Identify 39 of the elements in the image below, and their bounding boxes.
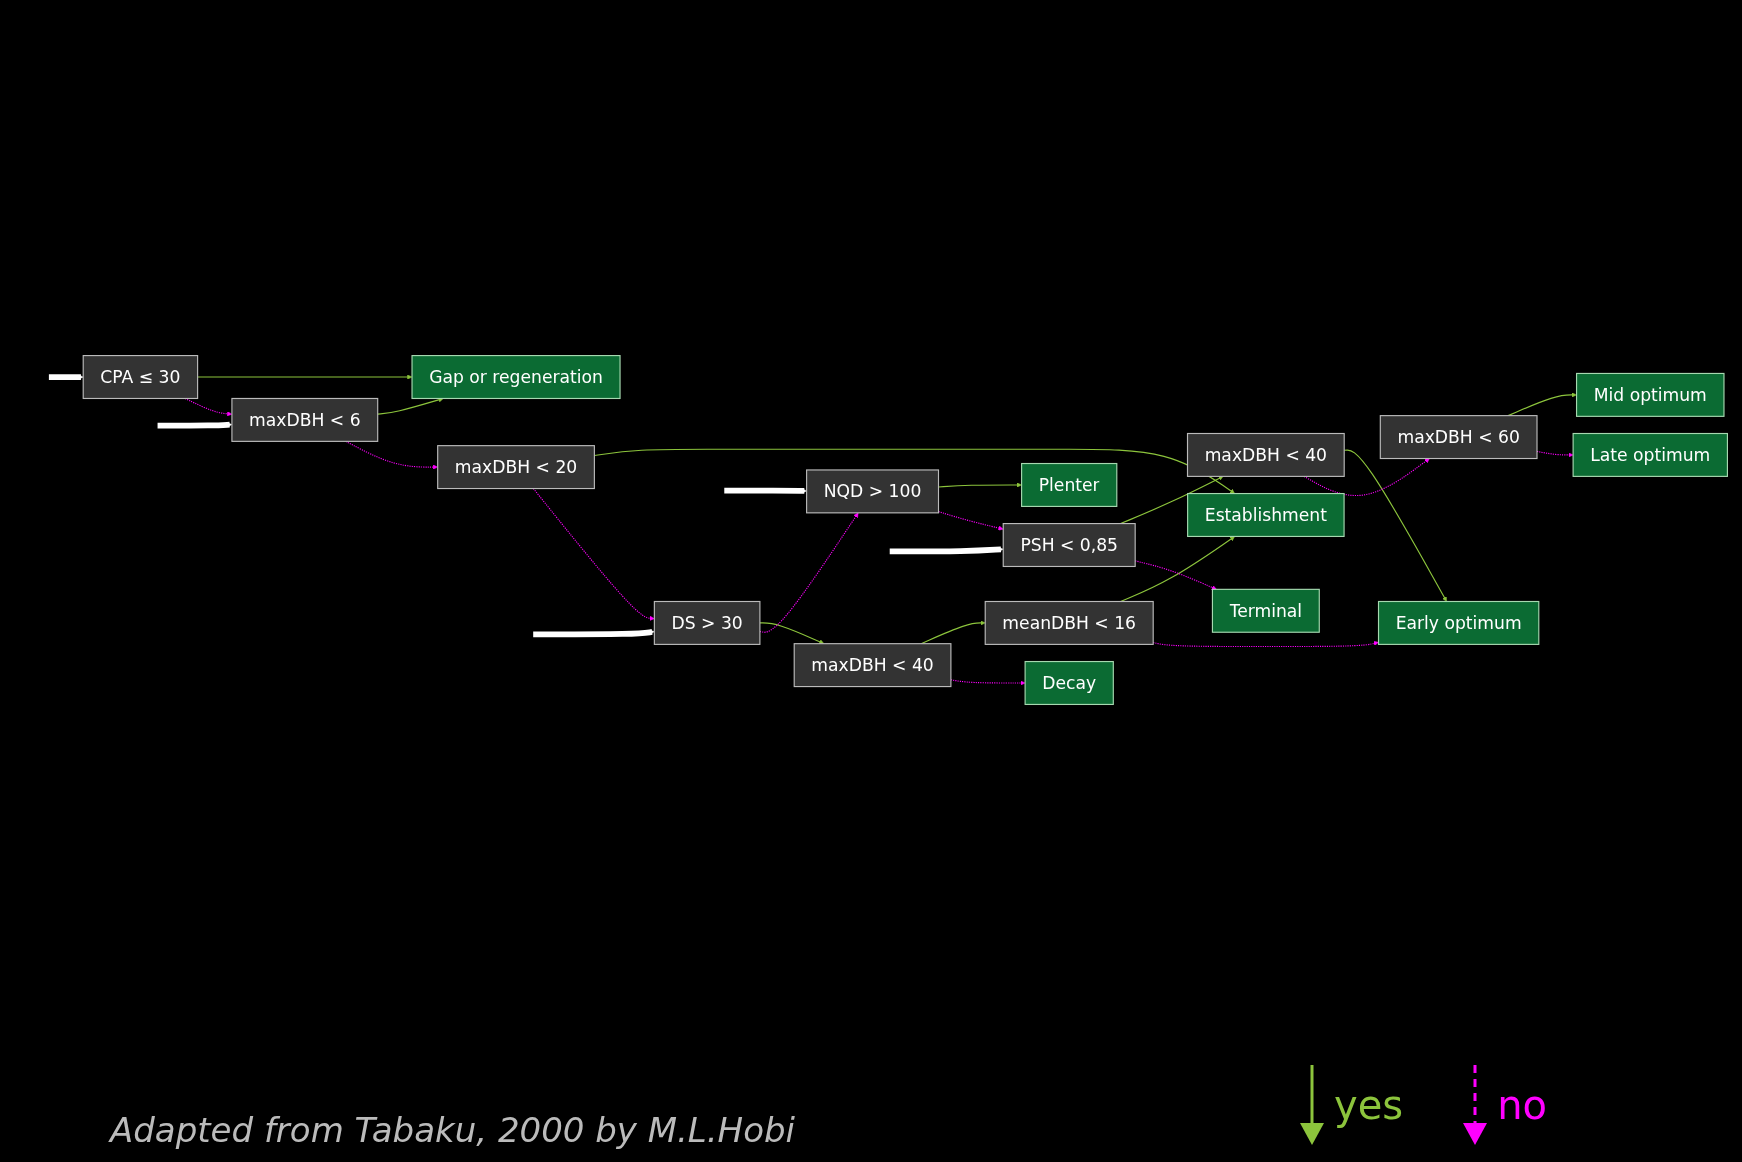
node-box: maxDBH < 40 — [793, 643, 952, 688]
node-box: Late optimum — [1572, 432, 1728, 477]
arrow — [759, 512, 859, 633]
node-box: maxDBH < 40 — [1186, 432, 1345, 477]
arrow — [48, 374, 84, 380]
arrow — [377, 397, 444, 415]
arrow — [724, 487, 807, 494]
node-box: Decay — [1024, 660, 1114, 705]
arrow — [950, 679, 1026, 686]
node-box: Plenter — [1021, 462, 1118, 507]
caption: Adapted from Tabaku, 2000 by M.L.Hobi — [110, 1110, 795, 1150]
arrow — [532, 487, 655, 621]
node-box: Terminal — [1211, 588, 1320, 633]
node-box: DS > 30 — [653, 600, 761, 645]
node-box: Gap or regeneration — [411, 355, 621, 399]
arrow — [1152, 641, 1379, 648]
arrow — [197, 374, 413, 380]
node-box: Early optimum — [1377, 600, 1540, 645]
node-box: maxDBH < 20 — [437, 445, 595, 490]
node-box: PSH < 0,85 — [1002, 523, 1136, 568]
arrow — [937, 511, 1004, 531]
node-box: Mid optimum — [1576, 372, 1725, 417]
arrow — [1120, 536, 1235, 603]
legend-label: no — [1497, 1082, 1547, 1128]
node-box: maxDBH < 60 — [1379, 415, 1538, 460]
arrow — [889, 546, 1004, 555]
arrow — [1303, 458, 1430, 497]
arrow — [533, 629, 655, 638]
arrow — [157, 421, 233, 429]
arrow — [759, 622, 825, 645]
node-box: maxDBH < 6 — [231, 397, 379, 442]
node-box: Establishment — [1187, 492, 1345, 537]
node-box: NQD > 100 — [806, 469, 940, 514]
arrow — [345, 440, 438, 470]
node-box: meanDBH < 16 — [984, 600, 1154, 645]
node-box: CPA ≤ 30 — [82, 355, 199, 399]
legend-label: yes — [1334, 1082, 1404, 1128]
arrow — [1507, 392, 1577, 417]
arrow — [1120, 476, 1224, 525]
